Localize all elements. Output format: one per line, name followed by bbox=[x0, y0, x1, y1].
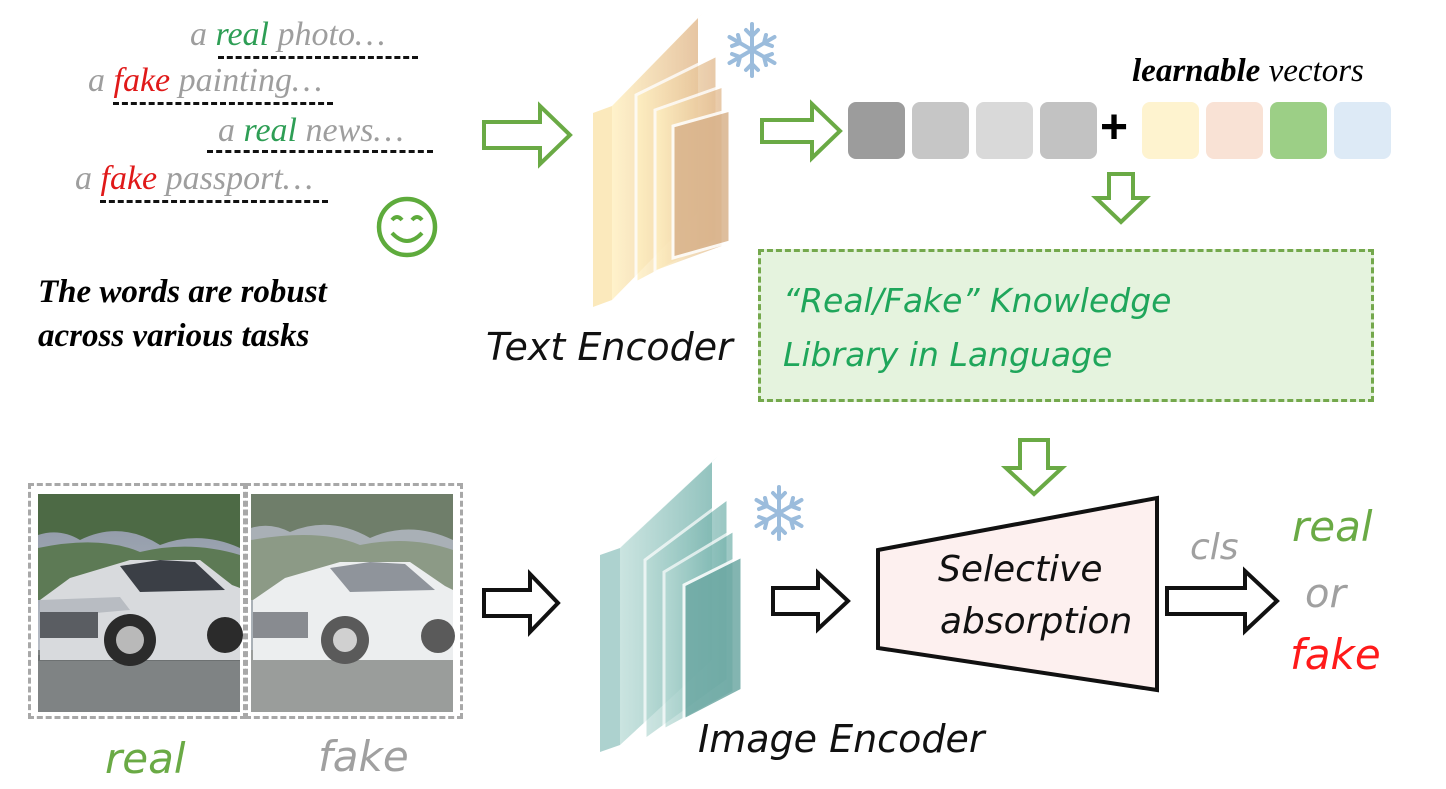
smiley-icon bbox=[376, 196, 438, 258]
learnable-token bbox=[1206, 102, 1263, 159]
prompt-2: a fake painting… bbox=[88, 62, 323, 99]
snowflake-icon bbox=[754, 485, 804, 541]
text-token bbox=[1040, 102, 1097, 159]
learnable-vectors-label: learnable vectors bbox=[1132, 53, 1364, 89]
text-token bbox=[912, 102, 969, 159]
selective-absorption-block bbox=[876, 495, 1159, 693]
image-encoder-label: Image Encoder bbox=[698, 717, 985, 761]
learnable-token bbox=[1142, 102, 1199, 159]
output-or: or bbox=[1305, 571, 1346, 617]
arrow-to-selective-absorption bbox=[771, 568, 851, 634]
prompt-keyword: fake bbox=[113, 62, 171, 99]
text-token bbox=[976, 102, 1033, 159]
selective-line-2: absorption bbox=[940, 601, 1133, 642]
arrow-to-selective bbox=[1000, 438, 1068, 497]
prompt-underline bbox=[113, 102, 333, 105]
prompt-4: a fake passport… bbox=[75, 160, 314, 197]
prompt-keyword: real bbox=[215, 16, 270, 53]
knowledge-library-box bbox=[758, 249, 1374, 402]
learnable-token bbox=[1334, 102, 1391, 159]
text-encoder-label: Text Encoder bbox=[486, 325, 733, 369]
text-encoder-block bbox=[593, 12, 732, 307]
knowledge-line-2: Library in Language bbox=[783, 335, 1113, 374]
learnable-token bbox=[1270, 102, 1327, 159]
plus-sign: + bbox=[1100, 101, 1129, 154]
prompt-3: a real news… bbox=[218, 112, 404, 149]
prompt-keyword: fake bbox=[100, 160, 158, 197]
cls-label: cls bbox=[1190, 527, 1239, 568]
prompt-keyword: real bbox=[243, 112, 298, 149]
image-encoder-block bbox=[600, 456, 744, 752]
arrow-to-text-encoder bbox=[482, 101, 573, 169]
fake-car-photo bbox=[251, 494, 455, 712]
real-photo-frame bbox=[28, 483, 246, 719]
arrow-to-output bbox=[1165, 566, 1280, 636]
fake-photo-frame bbox=[245, 483, 463, 719]
arrow-to-knowledge bbox=[1091, 172, 1151, 225]
snowflake-icon bbox=[727, 22, 777, 78]
prompt-underline bbox=[207, 150, 433, 153]
real-car-photo bbox=[38, 494, 243, 712]
knowledge-line-1: “Real/Fake” Knowledge bbox=[783, 281, 1172, 320]
arrow-to-tokens bbox=[760, 99, 843, 163]
output-fake: fake bbox=[1290, 630, 1381, 679]
prompt-underline bbox=[218, 56, 418, 59]
output-real: real bbox=[1292, 502, 1373, 551]
prompt-1: a real photo… bbox=[190, 16, 386, 53]
text-token bbox=[848, 102, 905, 159]
image-label-fake: fake bbox=[318, 732, 409, 781]
image-label-real: real bbox=[105, 734, 186, 783]
prompt-underline bbox=[100, 200, 328, 203]
robust-caption: The words are robust across various task… bbox=[38, 274, 327, 354]
arrow-to-image-encoder bbox=[482, 569, 561, 637]
selective-line-1: Selective bbox=[938, 549, 1103, 590]
